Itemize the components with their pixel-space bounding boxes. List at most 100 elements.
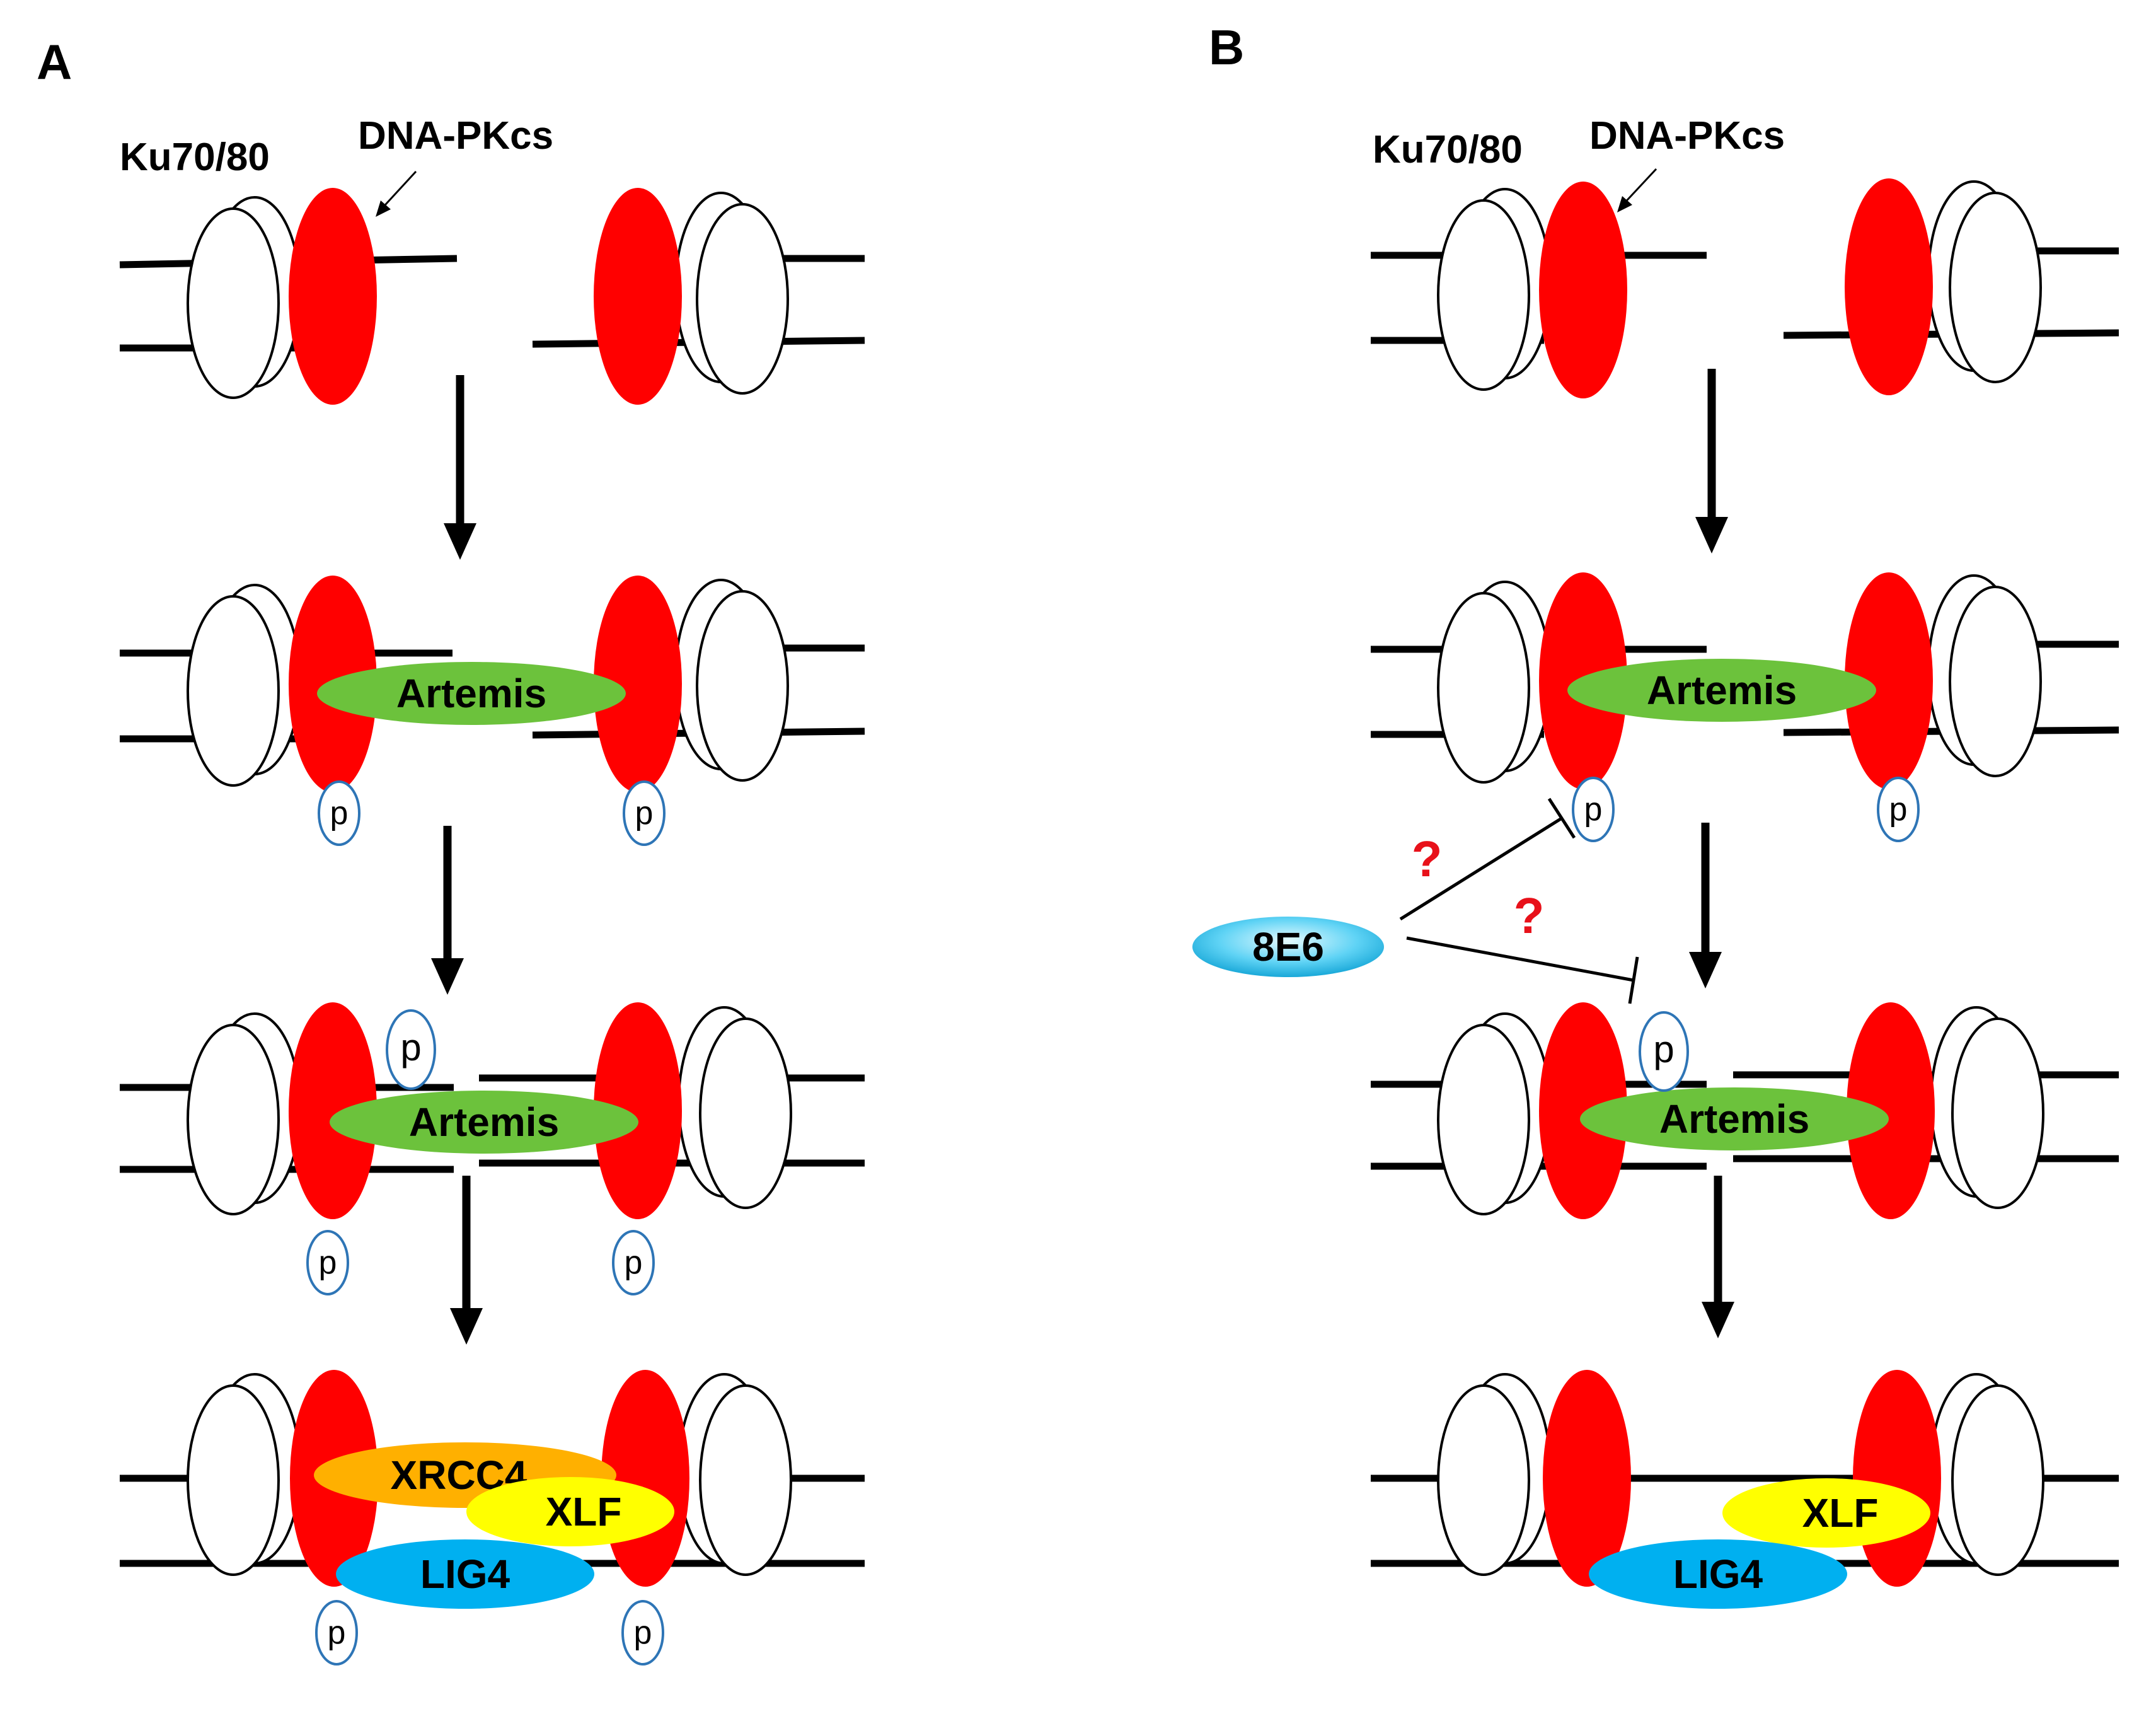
dna-pkcs-ellipse <box>1543 1370 1631 1587</box>
lig4-ellipse-b <box>1589 1539 1847 1609</box>
dna-pkcs-ellipse <box>1845 178 1933 395</box>
ku70-80-ring <box>187 207 280 399</box>
dna-pkcs-ellipse <box>1847 1002 1935 1219</box>
phospho-label: p <box>319 1244 337 1281</box>
phospho-circle <box>1639 1011 1689 1092</box>
artemis-ellipse-b2 <box>1567 659 1876 722</box>
xlf-label-a: XLF <box>546 1489 622 1534</box>
phospho-label: p <box>1584 791 1603 828</box>
lig4-label-b: LIG4 <box>1673 1551 1763 1597</box>
complex-a1-left <box>119 188 458 405</box>
ku70-80-ring <box>1437 1024 1530 1215</box>
phospho-group: p <box>623 780 666 846</box>
ku70-80-ring <box>1949 192 2042 383</box>
inhibition-line-upper <box>1399 816 1563 921</box>
phospho-group: p <box>315 1600 358 1666</box>
phospho-group: p <box>621 1600 664 1666</box>
dna-pkcs-ellipse <box>1539 1002 1627 1219</box>
ku70-80-ring <box>696 203 789 395</box>
phospho-circle <box>386 1009 436 1090</box>
phospho-circle <box>1877 777 1920 842</box>
ku70-80-ring <box>696 590 789 782</box>
phospho-group: p <box>318 780 360 846</box>
phospho-group: p <box>306 1230 349 1295</box>
xlf-ellipse-b <box>1722 1478 1930 1548</box>
artemis-label-b3: Artemis <box>1659 1096 1809 1142</box>
inhibitor-8e6-group: 8E6 ? ? <box>1192 797 1639 1004</box>
inhibition-bar-upper <box>1547 797 1576 839</box>
phospho-circle <box>1572 777 1615 842</box>
complex-b1-left <box>1371 182 1707 398</box>
complex-b3-left <box>1371 1002 1707 1219</box>
panel-letter-a: A <box>37 34 72 90</box>
dna-pkcs-ellipse <box>594 188 682 405</box>
panel-letter-b: B <box>1209 20 1244 75</box>
flow-arrows <box>443 369 1722 1330</box>
artemis-ellipse-b3 <box>1580 1087 1889 1150</box>
complex-b3-right <box>1733 1002 2119 1219</box>
flow-arrowhead-b3 <box>1702 1302 1734 1338</box>
phospho-label: p <box>330 795 349 831</box>
flow-arrowhead-a3 <box>450 1308 483 1345</box>
flow-arrowhead-a2 <box>431 958 464 995</box>
phospho-groups: p p p p p p p p p p <box>306 777 1920 1666</box>
phospho-group: p <box>612 1230 655 1295</box>
ku70-80-ring <box>1437 199 1530 391</box>
complex-a2-right <box>532 576 865 792</box>
phospho-group: p <box>1877 777 1920 842</box>
question-mark-lower: ? <box>1514 888 1545 944</box>
phospho-label: p <box>328 1614 346 1651</box>
ku70-80-label-b: Ku70/80 <box>1373 128 1523 171</box>
dna-end-complexes <box>119 178 2119 1587</box>
dna-pkcs-ellipse <box>1853 1370 1941 1587</box>
phospho-label: p <box>634 1614 652 1651</box>
ku70-80-ring <box>1949 586 2042 777</box>
inhibitor-8e6-ellipse <box>1192 917 1384 977</box>
inhibitor-8e6-label: 8E6 <box>1252 924 1324 970</box>
dna-pkcs-pointer-a <box>376 170 417 217</box>
lig4-label-a: LIG4 <box>420 1551 510 1597</box>
phospho-circle <box>623 780 666 846</box>
phospho-circle <box>621 1600 664 1666</box>
ku70-80-ring <box>1437 1384 1530 1576</box>
ku70-80-ring <box>1951 1017 2044 1209</box>
dna-pkcs-ellipse <box>1539 182 1627 398</box>
dna-pkcs-pointer-b <box>1617 168 1657 212</box>
flow-arrowhead-a1 <box>444 523 476 560</box>
artemis-ellipse-a2 <box>317 662 626 725</box>
ku70-80-ring <box>187 1024 280 1215</box>
artemis-ellipse-a3 <box>330 1091 638 1154</box>
phospho-circle <box>315 1600 358 1666</box>
phospho-group: p <box>386 1009 436 1090</box>
dna-pkcs-ellipse <box>594 1002 682 1219</box>
complex-a4-right <box>601 1370 792 1587</box>
ku70-80-ring <box>699 1384 792 1576</box>
artemis-label-a3: Artemis <box>409 1099 559 1145</box>
phospho-group: p <box>1572 777 1615 842</box>
xlf-ellipse-a <box>466 1477 674 1546</box>
phospho-label: p <box>400 1026 421 1069</box>
flow-arrowhead-b1 <box>1695 517 1728 553</box>
complex-b2-right <box>1783 572 2119 789</box>
ku70-80-label-a: Ku70/80 <box>120 136 270 179</box>
repair-proteins: Artemis Artemis Artemis Artemis XRCC4 XL… <box>314 659 1930 1609</box>
question-mark-upper: ? <box>1412 831 1443 887</box>
ku70-80-ring <box>187 595 280 787</box>
dna-pkcs-ellipse <box>289 188 377 405</box>
inhibition-line-lower <box>1406 936 1634 982</box>
phospho-label: p <box>635 795 654 831</box>
phospho-group: p <box>1639 1011 1689 1092</box>
dna-pkcs-ellipse <box>289 1002 377 1219</box>
inhibition-bar-lower <box>1628 956 1639 1004</box>
complex-a3-left <box>120 1002 454 1219</box>
phospho-circle <box>612 1230 655 1295</box>
flow-arrowhead-b2 <box>1689 952 1722 988</box>
ku70-80-ring <box>699 1017 792 1209</box>
phospho-circle <box>306 1230 349 1295</box>
dna-pkcs-label-b: DNA-PKcs <box>1589 114 1785 158</box>
xlf-label-b: XLF <box>1802 1490 1879 1536</box>
complex-b1-right <box>1783 178 2119 395</box>
complex-b4-right <box>1853 1370 2044 1587</box>
lig4-ellipse-a <box>336 1539 594 1609</box>
